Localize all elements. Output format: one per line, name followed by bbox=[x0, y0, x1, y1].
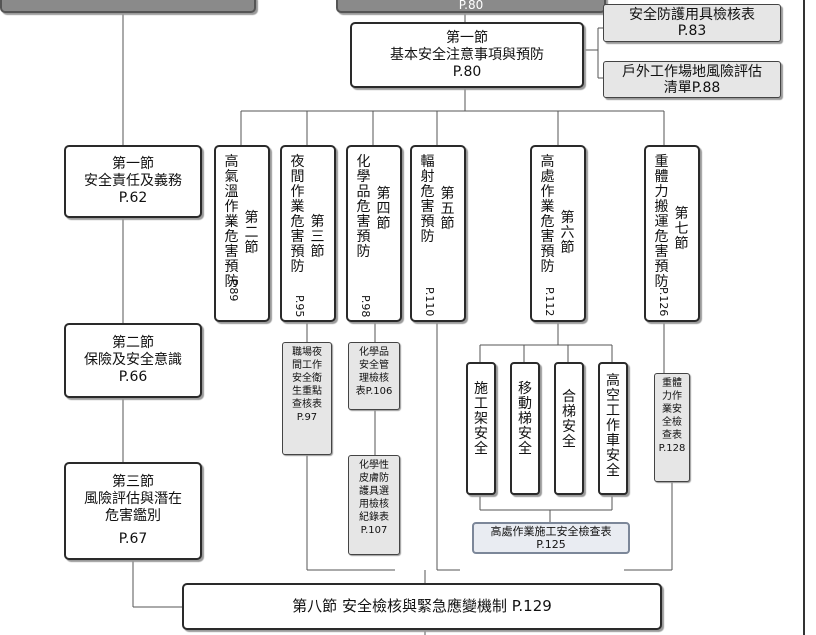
section8-inspection-emergency-box: 第八節 安全檢核與緊急應變機制 P.129 bbox=[182, 583, 662, 630]
left-s3-line2: 風險評估與潛在 bbox=[84, 491, 182, 507]
section8-text: 第八節 安全檢核與緊急應變機制 P.129 bbox=[292, 597, 552, 615]
section3-label: 第三節 bbox=[310, 214, 325, 260]
section5-title: 輻射危害預防 bbox=[420, 154, 435, 245]
height-check-line1: 高處作業施工安全檢查表 bbox=[490, 525, 612, 538]
safety-gear-line2: P.83 bbox=[677, 23, 707, 39]
left-s1-line2: 安全責任及義務 bbox=[84, 173, 182, 189]
aerial-vehicle-safety-text: 高空工作車安全 bbox=[606, 373, 620, 479]
height-check-line2: P.125 bbox=[536, 538, 566, 551]
safety-gear-checklist-box: 安全防護用具檢核表 P.83 bbox=[603, 4, 781, 42]
chem-skin-checklist-box: 化學性 皮膚防 護具選 用檢核 紀錄表 P.107 bbox=[348, 455, 400, 555]
top-center-box: P.80 bbox=[336, 0, 606, 13]
left-section3-box: 第三節 風險評估與潛在 危害鑑別 P.67 bbox=[64, 462, 202, 560]
chem-skin-2: 皮膚防 bbox=[359, 473, 389, 484]
heavy-cl-3: 業安 bbox=[662, 404, 682, 415]
heavy-cl-4: 全檢 bbox=[662, 417, 682, 428]
left-s2-line1: 第二節 bbox=[112, 335, 154, 351]
chem-skin-5: 紀錄表 bbox=[359, 512, 389, 523]
scaffold-safety-text: 施工架安全 bbox=[474, 381, 488, 457]
left-s1-line3: P.62 bbox=[118, 190, 148, 206]
night-cl-6: P.97 bbox=[296, 412, 318, 423]
outdoor-risk-checklist-box: 戶外工作場地風險評估 清單P.88 bbox=[603, 61, 781, 98]
heavy-cl-2: 力作 bbox=[662, 391, 682, 402]
section6-title: 高處作業危害預防 bbox=[540, 154, 555, 275]
left-s2-line3: P.66 bbox=[118, 369, 148, 385]
section4-title: 化學品危害預防 bbox=[356, 154, 371, 260]
step-ladder-safety-box: 合梯安全 bbox=[554, 362, 584, 495]
page-border-line bbox=[803, 0, 805, 635]
section7-label: 第七節 bbox=[674, 206, 689, 252]
top-center-box-text: P.80 bbox=[458, 0, 484, 12]
outdoor-line1: 戶外工作場地風險評估 bbox=[622, 63, 762, 80]
section4-page: P.98 bbox=[359, 295, 372, 318]
chem-skin-4: 用檢核 bbox=[359, 499, 389, 510]
section1-line2: 基本安全注意事項與預防 bbox=[390, 46, 544, 63]
section1-basic-safety-box: 第一節 基本安全注意事項與預防 P.80 bbox=[350, 22, 584, 88]
chem-mgmt-2: 安全管 bbox=[359, 360, 389, 371]
heavy-cl-5: 查表 bbox=[662, 430, 682, 441]
section7-title: 重體力搬運危害預防 bbox=[654, 154, 669, 290]
top-left-box bbox=[0, 0, 256, 13]
section6-page: P.112 bbox=[543, 287, 556, 317]
chem-skin-6: P.107 bbox=[360, 525, 388, 536]
section2-page: P.89 bbox=[227, 279, 240, 302]
heavy-work-checklist-box: 重體 力作 業安 全檢 查表 P.128 bbox=[654, 373, 690, 482]
chem-skin-1: 化學性 bbox=[359, 460, 389, 471]
section2-heat-box: 高氣溫作業危害預防 第二節 P.89 bbox=[214, 145, 270, 322]
aerial-vehicle-safety-box: 高空工作車安全 bbox=[598, 362, 628, 495]
left-section1-box: 第一節 安全責任及義務 P.62 bbox=[64, 145, 202, 218]
night-cl-5: 查核表 bbox=[292, 399, 322, 410]
left-s2-line2: 保險及安全意識 bbox=[84, 352, 182, 368]
left-s3-line1: 第三節 bbox=[112, 474, 154, 490]
section5-page: P.110 bbox=[423, 287, 436, 317]
chem-skin-3: 護具選 bbox=[359, 486, 389, 497]
scaffold-safety-box: 施工架安全 bbox=[466, 362, 496, 495]
chem-mgmt-1: 化學品 bbox=[359, 347, 389, 358]
section6-height-box: 高處作業危害預防 第六節 P.112 bbox=[530, 145, 586, 322]
height-work-checklist-box: 高處作業施工安全檢查表 P.125 bbox=[472, 522, 630, 554]
section1-line3: P.80 bbox=[452, 63, 482, 80]
step-ladder-safety-text: 合梯安全 bbox=[562, 389, 576, 450]
night-cl-2: 間工作 bbox=[292, 360, 322, 371]
heavy-cl-1: 重體 bbox=[662, 378, 682, 389]
night-cl-4: 生重點 bbox=[292, 386, 322, 397]
night-cl-3: 安全衛 bbox=[292, 373, 322, 384]
section6-label: 第六節 bbox=[560, 210, 575, 256]
left-s3-line4: P.67 bbox=[118, 531, 148, 547]
night-cl-1: 職場夜 bbox=[292, 347, 322, 358]
chem-mgmt-4: 表P.106 bbox=[355, 386, 393, 397]
heavy-cl-6: P.128 bbox=[658, 443, 686, 454]
section7-page: P.126 bbox=[657, 287, 670, 317]
chem-mgmt-checklist-box: 化學品 安全管 理檢核 表P.106 bbox=[348, 342, 400, 410]
section3-page: P.95 bbox=[293, 295, 306, 318]
section4-label: 第四節 bbox=[376, 186, 391, 232]
section1-line1: 第一節 bbox=[446, 29, 488, 46]
left-s3-line3: 危害鑑別 bbox=[105, 508, 161, 524]
section5-radiation-box: 輻射危害預防 第五節 P.110 bbox=[410, 145, 466, 322]
safety-gear-line1: 安全防護用具檢核表 bbox=[629, 7, 755, 23]
left-section2-box: 第二節 保險及安全意識 P.66 bbox=[64, 323, 202, 398]
mobile-ladder-safety-text: 移動梯安全 bbox=[518, 381, 532, 457]
mobile-ladder-safety-box: 移動梯安全 bbox=[510, 362, 540, 495]
section2-label: 第二節 bbox=[244, 210, 259, 256]
left-s1-line1: 第一節 bbox=[112, 156, 154, 172]
section2-title: 高氣溫作業危害預防 bbox=[224, 154, 239, 290]
section3-title: 夜間作業危害預防 bbox=[290, 154, 305, 275]
section5-label: 第五節 bbox=[440, 186, 455, 232]
section3-night-box: 夜間作業危害預防 第三節 P.95 bbox=[280, 145, 336, 322]
chem-mgmt-3: 理檢核 bbox=[359, 373, 389, 384]
outdoor-line2: 清單P.88 bbox=[663, 79, 721, 96]
night-work-checklist-box: 職場夜 間工作 安全衛 生重點 查核表 P.97 bbox=[282, 342, 332, 455]
section4-chemical-box: 化學品危害預防 第四節 P.98 bbox=[346, 145, 402, 322]
section7-heavy-box: 重體力搬運危害預防 第七節 P.126 bbox=[644, 145, 700, 322]
